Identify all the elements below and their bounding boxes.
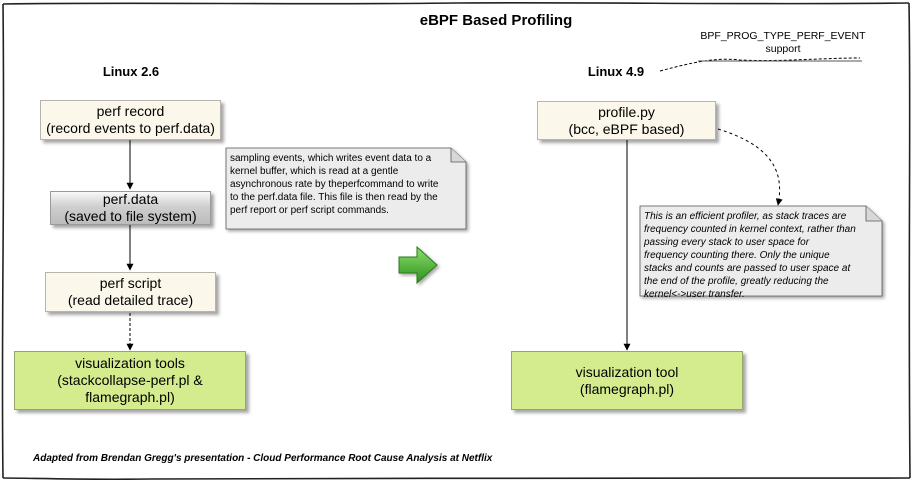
box-label: perf.data <box>102 191 159 207</box>
box-sublabel: (bcc, eBPF based) <box>568 120 685 137</box>
connector-profile-to-note <box>717 128 783 206</box>
annotation-bpf-prog-type: BPF_PROG_TYPE_PERF_EVENT support <box>690 30 876 56</box>
note-line: frequency counted in kernel context, rat… <box>644 224 856 235</box>
left-column-header: Linux 2.6 <box>102 64 160 79</box>
box-visualization-tools: visualization tools (stackcollapse-perf.… <box>14 351 246 410</box>
box-label: perf script <box>99 275 162 291</box>
right-column-header: Linux 4.9 <box>587 64 645 79</box>
box-sublabel: flamegraph.pl) <box>85 389 175 405</box>
box-sublabel: (saved to file system) <box>64 208 197 224</box>
note-line: kernel<->user transfer. <box>644 289 745 300</box>
note-line: the end of the profile, greatly reducing… <box>644 276 829 287</box>
box-sublabel: (stackcollapse-perf.pl & <box>57 372 203 388</box>
box-sublabel: (read detailed trace) <box>67 292 194 308</box>
box-sublabel: (record events to perf.data) <box>46 120 215 136</box>
note-right-shape <box>639 205 883 297</box>
note-line: frequency counting there. Only the uniqu… <box>644 250 830 261</box>
note-line: sampling events, which writes event data… <box>230 153 432 164</box>
transition-arrow-icon <box>398 245 438 285</box>
annotation-line: support <box>765 43 801 55</box>
box-sublabel: (flamegraph.pl) <box>579 380 675 397</box>
box-label: profile.py <box>598 103 655 120</box>
box-perf-record: perf record (record events to perf.data) <box>40 100 221 140</box>
note-line: perf report or perf script commands. <box>230 205 389 216</box>
footer-attribution: Adapted from Brendan Gregg's presentatio… <box>33 453 493 464</box>
note-perf-explanation: sampling events, which writes event data… <box>226 150 466 219</box>
annotation-line: BPF_PROG_TYPE_PERF_EVENT <box>700 30 866 42</box>
box-profile-py: profile.py (bcc, eBPF based) <box>537 101 716 140</box>
note-line: asynchronous rate by theperfcommand to w… <box>230 179 439 190</box>
box-visualization-tool: visualization tool (flamegraph.pl) <box>511 351 743 410</box>
note-profiler-explanation: This is an efficient profiler, as stack … <box>640 208 884 303</box>
note-left-shape <box>225 147 467 230</box>
box-perf-script: perf script (read detailed trace) <box>45 272 216 312</box>
note-line: to the perf.data file. This file is then… <box>230 192 438 203</box>
note-line: This is an efficient profiler, as stack … <box>644 211 847 222</box>
connector-linux49-to-annotation <box>659 57 861 72</box>
note-line: kernel buffer, which is read at a gentle <box>230 166 399 177</box>
note-line: passing every stack to user space for <box>644 237 810 248</box>
diagram-title: eBPF Based Profiling <box>419 12 573 29</box>
box-label: perf record <box>96 103 165 119</box>
box-perf-data: perf.data (saved to file system) <box>50 191 211 225</box>
box-label: visualization tools <box>75 355 185 371</box>
note-line: stacks and counts are passed to user spa… <box>644 263 851 274</box>
box-label: visualization tool <box>575 363 679 380</box>
